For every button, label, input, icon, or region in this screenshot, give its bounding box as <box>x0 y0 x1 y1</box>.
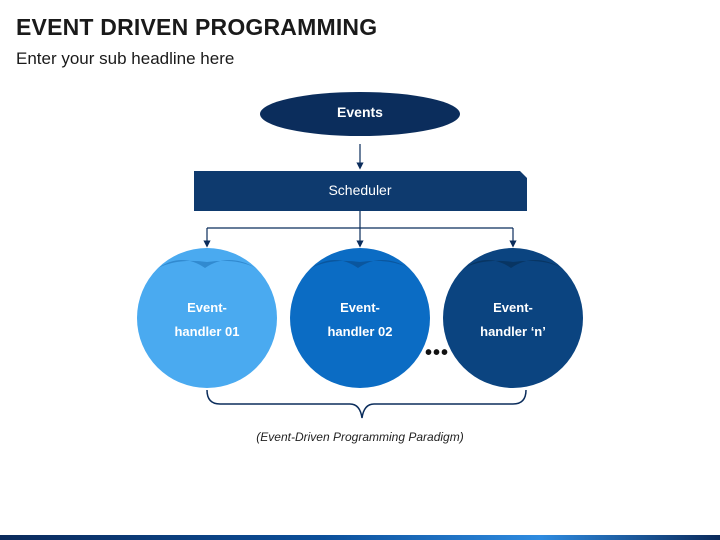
handler-1-label: Event- handler 01 <box>152 296 262 344</box>
handler-node-1 <box>137 248 277 388</box>
handler-1-line2: handler 01 <box>174 324 240 339</box>
handler-n-line2: handler ‘n’ <box>480 324 546 339</box>
handler-node-n <box>443 248 583 388</box>
more-handlers-ellipsis: ••• <box>425 342 450 364</box>
grouping-brace <box>206 389 527 419</box>
diagram-caption: (Event-Driven Programming Paradigm) <box>256 430 464 444</box>
handler-n-line1: Event- <box>493 300 533 315</box>
handler-2-line2: handler 02 <box>327 324 393 339</box>
handler-n-label: Event- handler ‘n’ <box>458 296 568 344</box>
scheduler-connectors <box>203 211 517 248</box>
handler-2-line1: Event- <box>340 300 380 315</box>
scheduler-node <box>194 171 527 211</box>
handler-2-label: Event- handler 02 <box>305 296 415 344</box>
page-title: EVENT DRIVEN PROGRAMMING <box>16 14 378 40</box>
events-node <box>260 92 460 136</box>
handler-1-line1: Event- <box>187 300 227 315</box>
footer-accent-bar <box>0 535 720 540</box>
scheduler-label: Scheduler <box>328 182 392 198</box>
events-label: Events <box>337 104 383 120</box>
handler-node-2 <box>290 248 430 388</box>
page-subtitle: Enter your sub headline here <box>16 49 235 68</box>
